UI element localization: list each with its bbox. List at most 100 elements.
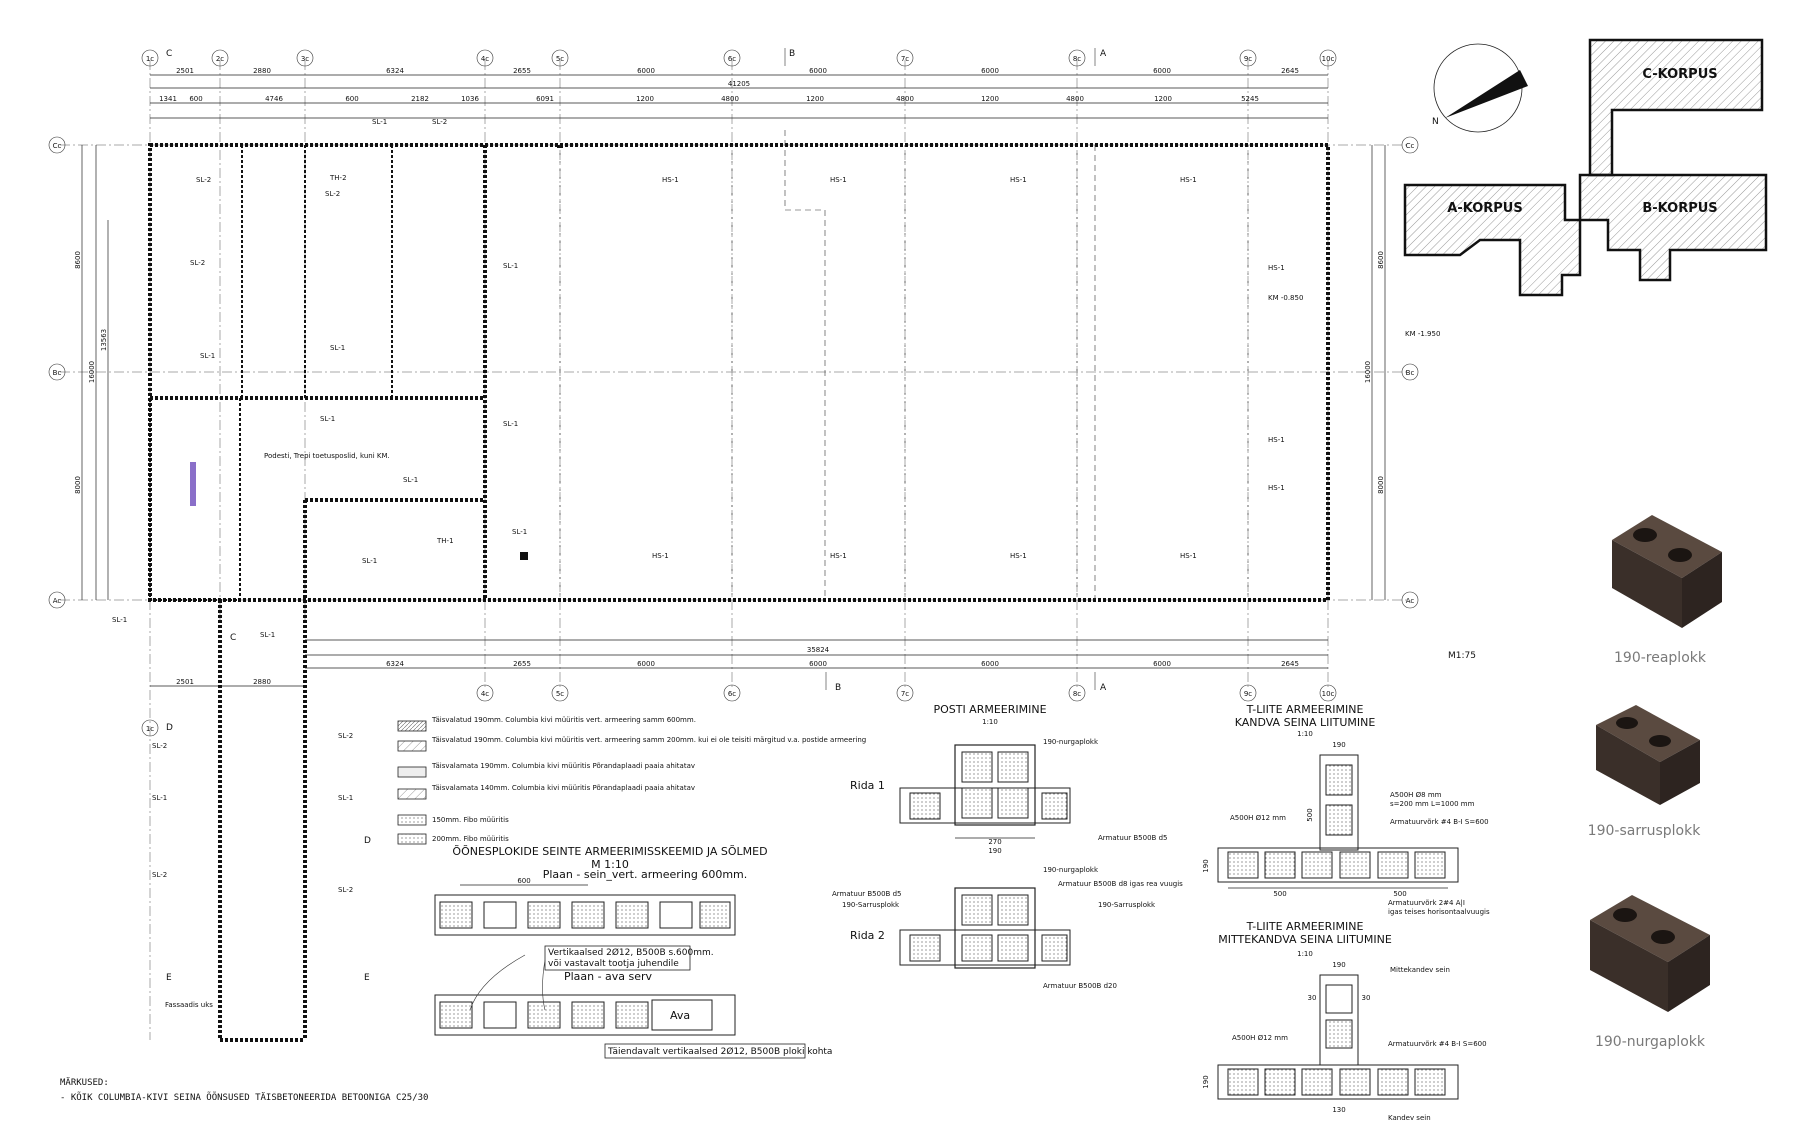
svg-text:SL-2: SL-2: [196, 176, 211, 184]
svg-text:1:10: 1:10: [1297, 950, 1313, 958]
svg-text:1:10: 1:10: [982, 718, 998, 726]
svg-text:C: C: [166, 49, 172, 59]
svg-text:SL-2: SL-2: [338, 886, 353, 894]
grid-bubble: Bc: [48, 363, 66, 381]
svg-text:2182: 2182: [411, 95, 429, 103]
svg-text:SL-1: SL-1: [403, 476, 418, 484]
svg-text:A-KORPUS: A-KORPUS: [1447, 201, 1522, 216]
svg-text:8600: 8600: [74, 251, 82, 269]
svg-text:Armatuurvõrk 2#4 A|I: Armatuurvõrk 2#4 A|I: [1388, 899, 1465, 907]
detail-tjoint-nonloadbearing: T-LIITE ARMEERIMINE MITTEKANDVA SEINA LI…: [1202, 920, 1487, 1122]
svg-text:SL-1: SL-1: [152, 794, 167, 802]
svg-text:4800: 4800: [721, 95, 739, 103]
svg-text:HS-1: HS-1: [1180, 176, 1197, 184]
svg-text:MITTEKANDVA SEINA LIITUMINE: MITTEKANDVA SEINA LIITUMINE: [1218, 933, 1392, 946]
svg-text:A500H Ø12 mm: A500H Ø12 mm: [1230, 814, 1286, 822]
svg-text:2645: 2645: [1281, 67, 1299, 75]
svg-text:Rida 1: Rida 1: [850, 779, 885, 792]
svg-text:A500H Ø8 mm: A500H Ø8 mm: [1390, 791, 1442, 799]
legend: Täisvalatud 190mm. Columbia kivi müüriti…: [397, 716, 866, 845]
svg-text:6c: 6c: [728, 690, 736, 698]
svg-text:6000: 6000: [809, 67, 827, 75]
svg-text:150mm. Fibo müüritis: 150mm. Fibo müüritis: [432, 816, 509, 824]
svg-text:2c: 2c: [216, 55, 224, 63]
svg-text:SL-2: SL-2: [325, 190, 340, 198]
marker-square: [520, 552, 528, 560]
svg-text:190-nurgaplokk: 190-nurgaplokk: [1595, 1034, 1706, 1050]
svg-text:190: 190: [1202, 1075, 1210, 1088]
svg-text:190: 190: [1202, 859, 1210, 872]
svg-text:1200: 1200: [981, 95, 999, 103]
svg-text:6000: 6000: [1153, 660, 1171, 668]
svg-text:13563: 13563: [100, 329, 108, 351]
svg-text:Fassaadis uks: Fassaadis uks: [165, 1001, 213, 1009]
svg-text:Podesti, Trepi toetusposlid, k: Podesti, Trepi toetusposlid, kuni KM.: [264, 452, 390, 460]
svg-text:T-LIITE ARMEERIMINE: T-LIITE ARMEERIMINE: [1246, 703, 1364, 716]
svg-text:3c: 3c: [301, 55, 309, 63]
svg-text:2880: 2880: [253, 678, 271, 686]
svg-text:SL-2: SL-2: [432, 118, 447, 126]
svg-text:1:10: 1:10: [1297, 730, 1313, 738]
svg-text:5245: 5245: [1241, 95, 1259, 103]
svg-text:4c: 4c: [481, 690, 489, 698]
interior-lines: [559, 130, 1249, 600]
wall-tags: SL-1 SL-2 SL-2 TH-2 SL-2 SL-2 SL-1 SL-1 …: [112, 118, 1440, 1009]
notes: MÄRKUSED: - KÕIK COLUMBIA-KIVI SEINA ÕÕN…: [60, 1077, 428, 1103]
svg-text:190-Sarrusplokk: 190-Sarrusplokk: [1098, 901, 1156, 909]
svg-text:5c: 5c: [556, 55, 564, 63]
svg-text:C-KORPUS: C-KORPUS: [1642, 67, 1717, 82]
svg-text:igas teises horisontaalvuugis: igas teises horisontaalvuugis: [1388, 908, 1490, 916]
svg-text:KM -1.950: KM -1.950: [1405, 330, 1440, 338]
svg-text:HS-1: HS-1: [662, 176, 679, 184]
svg-text:6324: 6324: [386, 67, 404, 75]
svg-text:Armatuurvõrk #4 B-I S=600: Armatuurvõrk #4 B-I S=600: [1388, 1040, 1487, 1048]
svg-text:SL-1: SL-1: [112, 616, 127, 624]
svg-text:190-nurgaplokk: 190-nurgaplokk: [1043, 738, 1099, 746]
svg-text:Täisvalamata 190mm. Columbia k: Täisvalamata 190mm. Columbia kivi müürit…: [431, 762, 695, 770]
block-sarrusplokk: 190-sarrusplokk: [1588, 705, 1701, 839]
svg-text:Armatuurvõrk #4 B-I S=600: Armatuurvõrk #4 B-I S=600: [1390, 818, 1489, 826]
svg-text:SL-2: SL-2: [338, 732, 353, 740]
block-nurgaplokk: 190-nurgaplokk: [1590, 895, 1710, 1050]
svg-text:Armatuur B500B d5: Armatuur B500B d5: [1098, 834, 1167, 842]
svg-text:6000: 6000: [981, 67, 999, 75]
svg-text:Vertikaalsed 2Ø12, B500B s.600: Vertikaalsed 2Ø12, B500B s.600mm.: [548, 947, 714, 958]
svg-text:1c: 1c: [146, 55, 154, 63]
svg-text:6000: 6000: [1153, 67, 1171, 75]
svg-text:HS-1: HS-1: [830, 552, 847, 560]
svg-text:HS-1: HS-1: [1268, 484, 1285, 492]
svg-text:5c: 5c: [556, 690, 564, 698]
grid-axes: [60, 60, 1410, 1040]
walls: [148, 143, 1330, 1042]
grid-bubble: 7c: [896, 684, 914, 702]
grid-bubble: 10c: [1319, 684, 1337, 702]
scale-label: M1:75: [1448, 651, 1476, 661]
svg-text:7c: 7c: [901, 55, 909, 63]
svg-text:41205: 41205: [728, 80, 750, 88]
svg-text:HS-1: HS-1: [1180, 552, 1197, 560]
svg-text:2501: 2501: [176, 678, 194, 686]
svg-text:M 1:10: M 1:10: [591, 858, 629, 871]
svg-text:6000: 6000: [981, 660, 999, 668]
svg-text:2645: 2645: [1281, 660, 1299, 668]
svg-text:KANDVA SEINA LIITUMINE: KANDVA SEINA LIITUMINE: [1235, 716, 1376, 729]
svg-text:4800: 4800: [1066, 95, 1084, 103]
detail-post: POSTI ARMEERIMINE 1:10 Rida 1 Rida 2 270…: [832, 703, 1183, 990]
grid-bubble: 4c: [476, 684, 494, 702]
svg-text:HS-1: HS-1: [1010, 176, 1027, 184]
svg-text:SL-1: SL-1: [338, 794, 353, 802]
svg-text:SL-2: SL-2: [152, 871, 167, 879]
svg-text:1341: 1341: [159, 95, 177, 103]
svg-text:- KÕIK COLUMBIA-KIVI SEINA ÕÕN: - KÕIK COLUMBIA-KIVI SEINA ÕÕNSUSED TÄIS…: [60, 1091, 428, 1103]
svg-text:6091: 6091: [536, 95, 554, 103]
svg-text:500: 500: [1273, 890, 1286, 898]
svg-text:6324: 6324: [386, 660, 404, 668]
svg-text:600: 600: [517, 877, 530, 885]
svg-text:Täisvalamata 140mm. Columbia k: Täisvalamata 140mm. Columbia kivi müürit…: [431, 784, 695, 792]
svg-text:190-nurgaplokk: 190-nurgaplokk: [1043, 866, 1099, 874]
svg-text:Armatuur B500B d20: Armatuur B500B d20: [1043, 982, 1117, 990]
svg-text:B: B: [789, 49, 795, 59]
svg-text:1200: 1200: [1154, 95, 1172, 103]
